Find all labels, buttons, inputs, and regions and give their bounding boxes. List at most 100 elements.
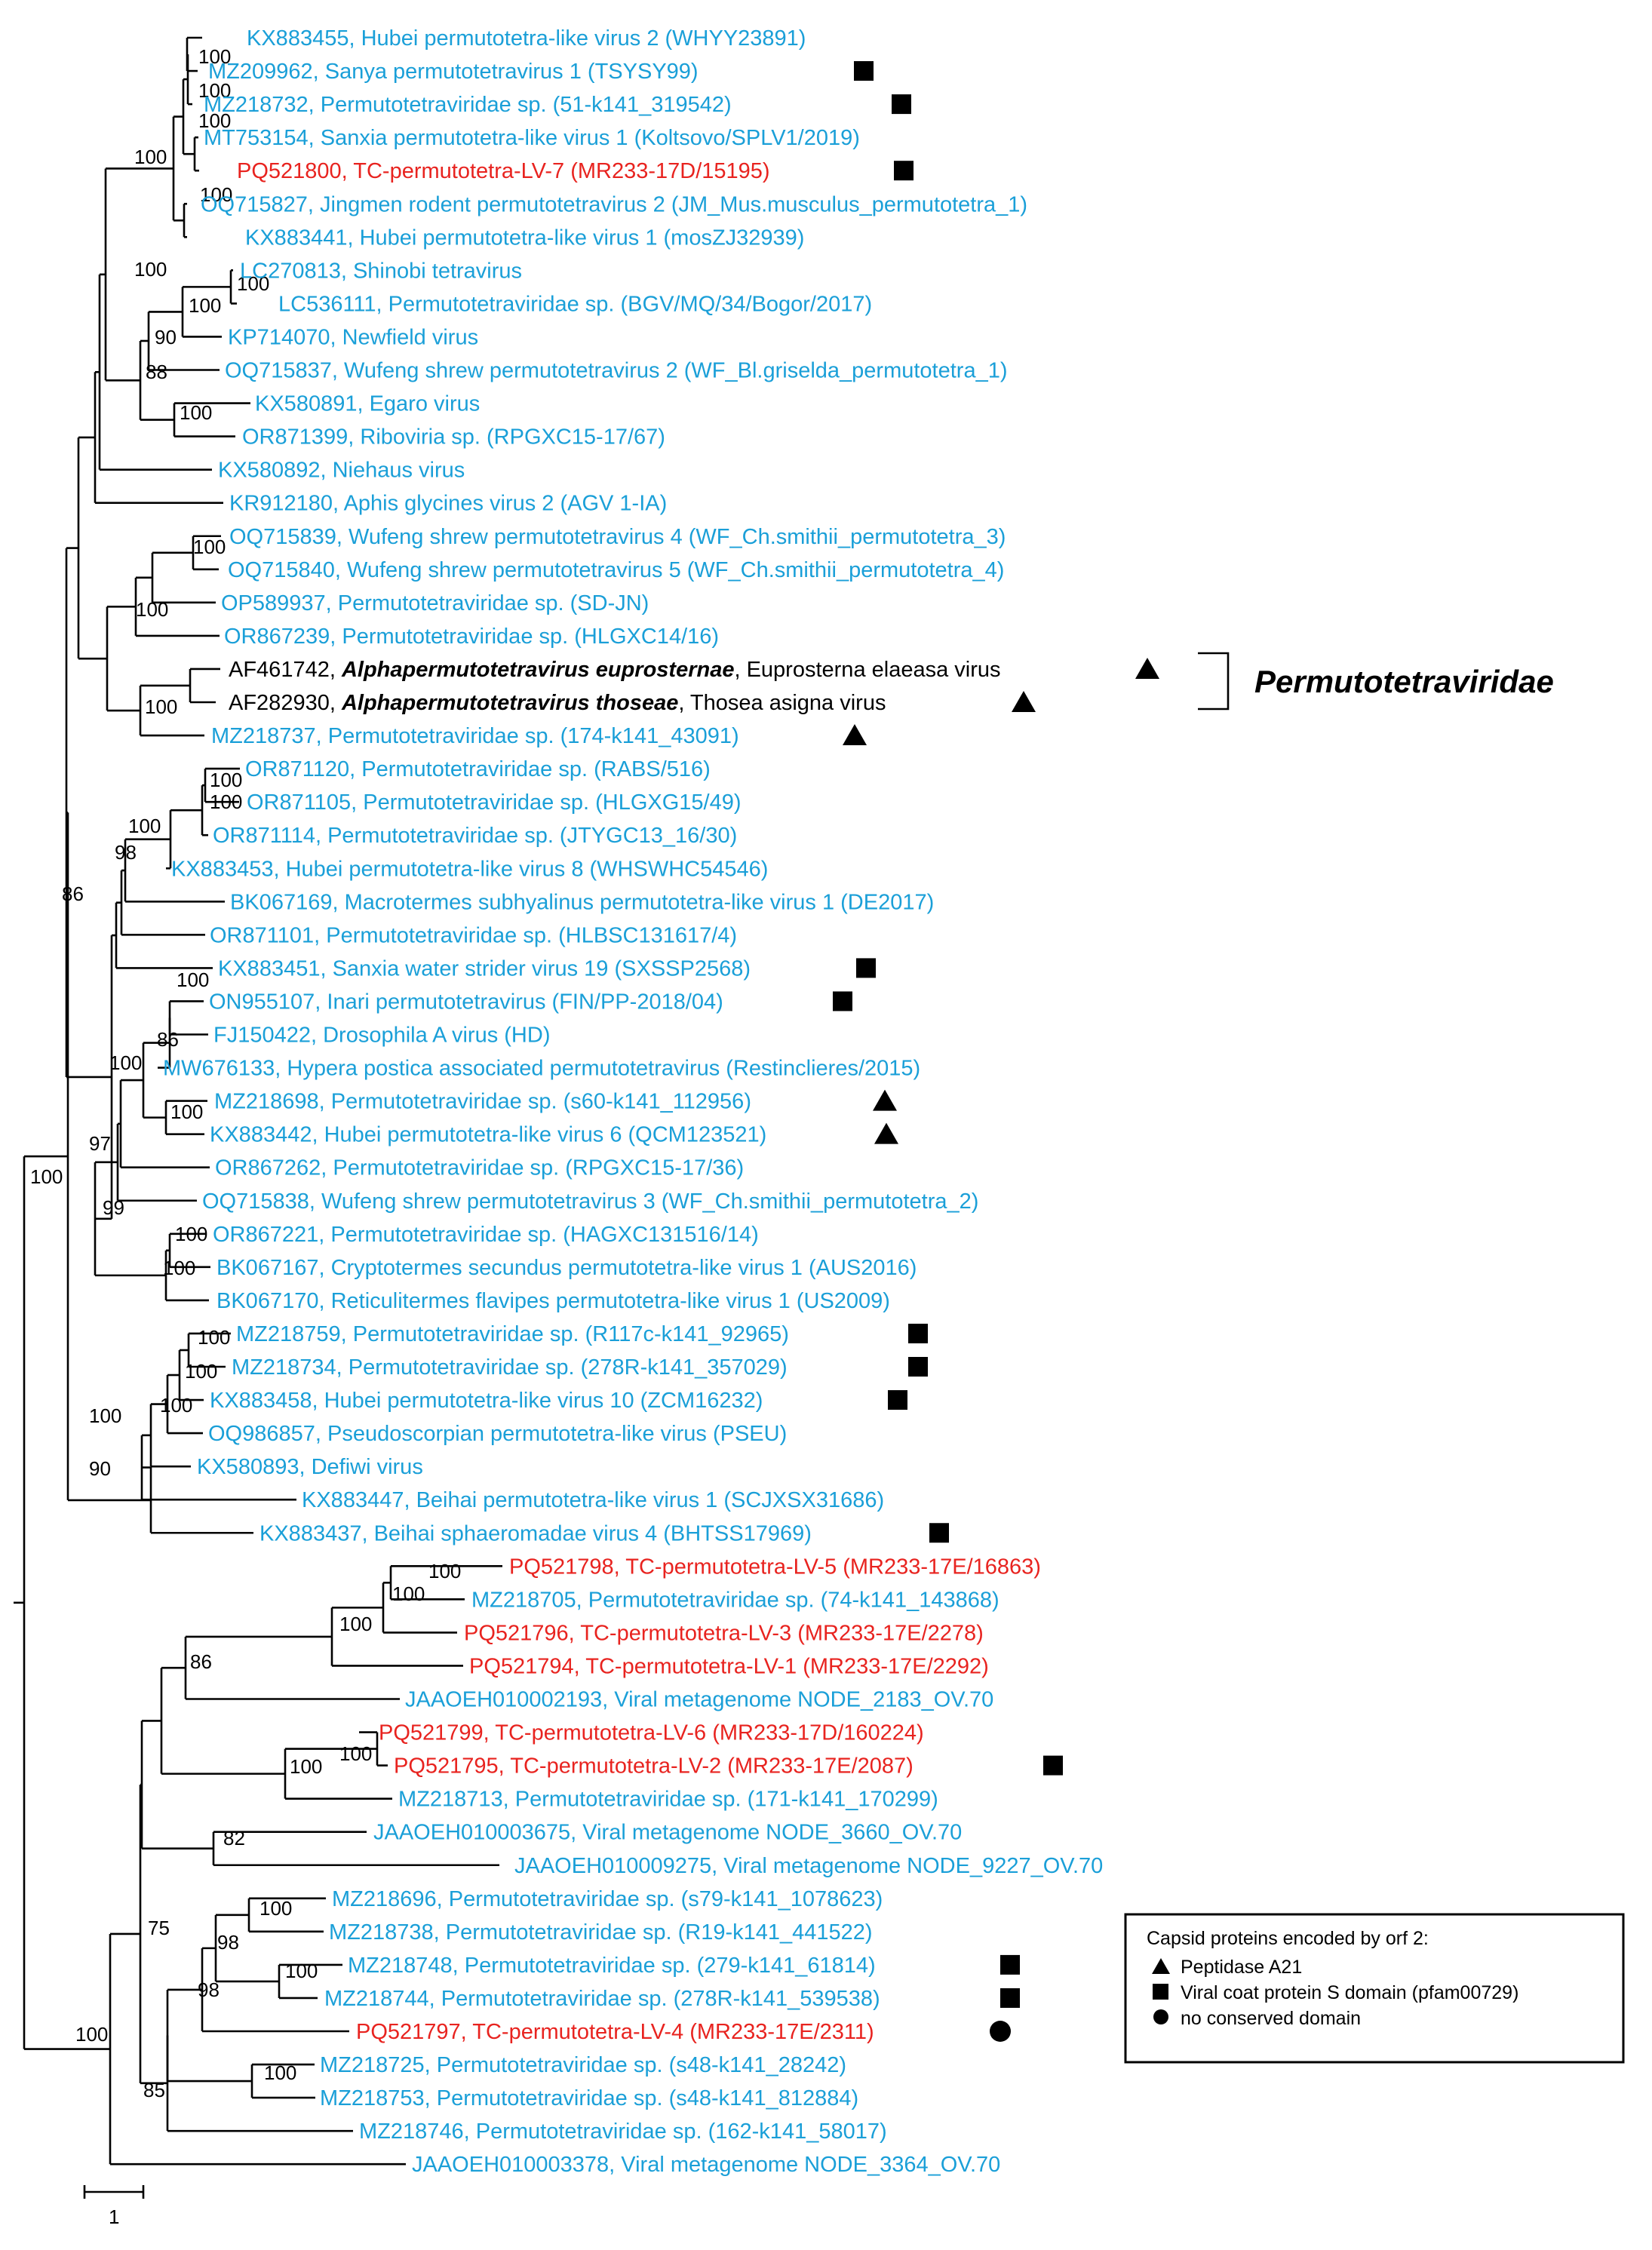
bootstrap-value: 100 — [180, 401, 212, 424]
leaf-host-name: , Thosea asigna virus — [678, 691, 886, 715]
legend-item-no-domain: no conserved domain — [1181, 2008, 1361, 2029]
bootstrap-value: 86 — [190, 1650, 212, 1673]
leaf-label: JAAOEH010003675, Viral metagenome NODE_3… — [373, 1821, 962, 1845]
leaf-accession: AF461742, — [229, 658, 342, 682]
bootstrap-value: 99 — [103, 1196, 124, 1219]
leaf-label: MW676133, Hypera postica associated perm… — [163, 1057, 920, 1081]
leaf-label: PQ521794, TC-permutotetra-LV-1 (MR233-17… — [469, 1654, 989, 1678]
leaf-label: KX883442, Hubei permutotetra-like virus … — [210, 1123, 766, 1147]
square-icon — [908, 1323, 928, 1343]
triangle-icon — [843, 724, 867, 746]
leaf-label: MZ218734, Permutotetraviridae sp. (278R-… — [232, 1355, 788, 1380]
triangle-icon — [873, 1089, 897, 1111]
triangle-icon — [874, 1122, 898, 1144]
bootstrap-value: 100 — [30, 1165, 63, 1188]
leaf-label: JAAOEH010009275, Viral metagenome NODE_9… — [514, 1854, 1103, 1878]
leaf-label: PQ521796, TC-permutotetra-LV-3 (MR233-17… — [464, 1621, 984, 1645]
leaf-label: PQ521800, TC-permutotetra-LV-7 (MR233-17… — [237, 159, 770, 183]
leaf-label: OR871114, Permutotetraviridae sp. (JTYGC… — [213, 824, 737, 848]
leaf-label: PQ521795, TC-permutotetra-LV-2 (MR233-17… — [394, 1754, 914, 1779]
bootstrap-value: 100 — [198, 45, 231, 68]
leaf-label: OR867221, Permutotetraviridae sp. (HAGXC… — [213, 1223, 759, 1247]
leaf-label: KX883451, Sanxia water strider virus 19 … — [218, 956, 751, 981]
leaf-label: OR871399, Riboviria sp. (RPGXC15-17/67) — [242, 425, 665, 450]
leaf-label: MZ218732, Permutotetraviridae sp. (51-k1… — [204, 93, 732, 117]
leaf-labels: KX883455, Hubei permutotetra-like virus … — [163, 26, 1103, 2177]
bootstrap-value: 86 — [157, 1028, 179, 1051]
leaf-label: OQ715837, Wufeng shrew permutotetravirus… — [225, 359, 1008, 383]
leaf-label: KP714070, Newfield virus — [228, 325, 478, 349]
leaf-label: MZ218696, Permutotetraviridae sp. (s79-k… — [332, 1887, 883, 1911]
bootstrap-value: 100 — [145, 695, 177, 718]
leaf-label: FJ150422, Drosophila A virus (HD) — [213, 1024, 550, 1048]
bootstrap-value: 100 — [264, 2061, 296, 2084]
leaf-label: MZ218705, Permutotetraviridae sp. (74-k1… — [471, 1588, 999, 1612]
bootstrap-value: 100 — [200, 183, 232, 206]
bootstrap-value: 100 — [237, 272, 269, 295]
family-bracket: Permutotetraviridae — [1198, 652, 1554, 711]
domain-markers — [833, 61, 1159, 2042]
leaf-label: MZ218725, Permutotetraviridae sp. (s48-k… — [320, 2053, 846, 2077]
leaf-label: MZ218698, Permutotetraviridae sp. (s60-k… — [214, 1090, 751, 1114]
bootstrap-value: 100 — [198, 109, 231, 132]
leaf-label: LC536111, Permutotetraviridae sp. (BGV/M… — [278, 292, 872, 316]
leaf-label: PQ521797, TC-permutotetra-LV-4 (MR233-17… — [356, 2020, 874, 2044]
square-icon — [856, 958, 876, 978]
square-icon — [854, 61, 874, 81]
support-values: 1001001001001001001009010088100100100100… — [30, 45, 461, 2101]
square-icon — [833, 991, 852, 1011]
leaf-label: KX883453, Hubei permutotetra-like virus … — [171, 857, 768, 881]
tree-branches — [14, 36, 502, 2166]
leaf-label: MZ218713, Permutotetraviridae sp. (171-k… — [398, 1788, 938, 1812]
square-icon — [1000, 1954, 1020, 1975]
legend-item-coat-protein: Viral coat protein S domain (pfam00729) — [1181, 1982, 1518, 2003]
bootstrap-value: 100 — [339, 1613, 372, 1635]
bootstrap-value: 82 — [223, 1827, 245, 1849]
bootstrap-value: 100 — [128, 815, 161, 837]
leaf-accession: AF282930, — [229, 691, 342, 715]
bootstrap-value: 100 — [210, 790, 242, 813]
leaf-label: LC270813, Shinobi tetravirus — [240, 259, 522, 283]
leaf-label: KX883455, Hubei permutotetra-like virus … — [247, 26, 806, 51]
leaf-label: BK067170, Reticulitermes flavipes permut… — [216, 1289, 890, 1313]
square-icon — [929, 1523, 949, 1543]
leaf-label: OQ715839, Wufeng shrew permutotetravirus… — [229, 525, 1006, 549]
square-icon — [1000, 1988, 1020, 2008]
triangle-icon — [1012, 691, 1036, 712]
bootstrap-value: 100 — [170, 1100, 203, 1123]
bootstrap-value: 100 — [392, 1582, 425, 1605]
circle-icon — [1153, 2009, 1168, 2024]
square-icon — [894, 161, 914, 181]
legend-box: Capsid proteins encoded by orf 2: Peptid… — [1124, 1913, 1625, 2064]
leaf-label: MT753154, Sanxia permutotetra-like virus… — [204, 126, 860, 150]
leaf-label: BK067167, Cryptotermes secundus permutot… — [216, 1256, 917, 1280]
bootstrap-value: 100 — [177, 968, 209, 991]
triangle-icon — [1152, 1958, 1170, 1974]
leaf-label: OR871120, Permutotetraviridae sp. (RABS/… — [245, 757, 711, 781]
leaf-label: MZ218753, Permutotetraviridae sp. (s48-k… — [320, 2086, 858, 2110]
scale-label: 1 — [109, 2205, 119, 2228]
leaf-label: KX883447, Beihai permutotetra-like virus… — [302, 1488, 884, 1512]
leaf-label: BK067169, Macrotermes subhyalinus permut… — [230, 890, 934, 914]
leaf-label: OR867239, Permutotetraviridae sp. (HLGXC… — [224, 625, 719, 649]
leaf-label: MZ218759, Permutotetraviridae sp. (R117c… — [236, 1322, 789, 1346]
bootstrap-value: 100 — [210, 769, 242, 791]
leaf-label: JAAOEH010003378, Viral metagenome NODE_3… — [412, 2153, 1000, 2177]
bootstrap-value: 100 — [193, 536, 226, 558]
leaf-host-name: , Euprosterna elaeasa virus — [734, 658, 1000, 682]
bootstrap-value: 90 — [89, 1457, 111, 1480]
leaf-label: MZ218746, Permutotetraviridae sp. (162-k… — [359, 2120, 887, 2144]
legend-item-peptidase: Peptidase A21 — [1181, 1957, 1302, 1978]
bootstrap-value: 100 — [134, 146, 167, 168]
leaf-label: OQ715838, Wufeng shrew permutotetravirus… — [202, 1189, 978, 1214]
leaf-label: MZ218737, Permutotetraviridae sp. (174-k… — [211, 724, 739, 748]
scale-bar: 1 — [83, 2185, 145, 2228]
bootstrap-value: 88 — [146, 361, 167, 383]
bootstrap-value: 100 — [109, 1051, 142, 1074]
leaf-label: OR871105, Permutotetraviridae sp. (HLGXG… — [247, 790, 742, 815]
bootstrap-value: 100 — [89, 1404, 121, 1427]
leaf-label: KX580892, Niehaus virus — [218, 459, 465, 483]
leaf-label: KX580893, Defiwi virus — [197, 1455, 423, 1479]
leaf-label: MZ218738, Permutotetraviridae sp. (R19-k… — [329, 1920, 873, 1945]
bootstrap-value: 100 — [428, 1560, 461, 1582]
